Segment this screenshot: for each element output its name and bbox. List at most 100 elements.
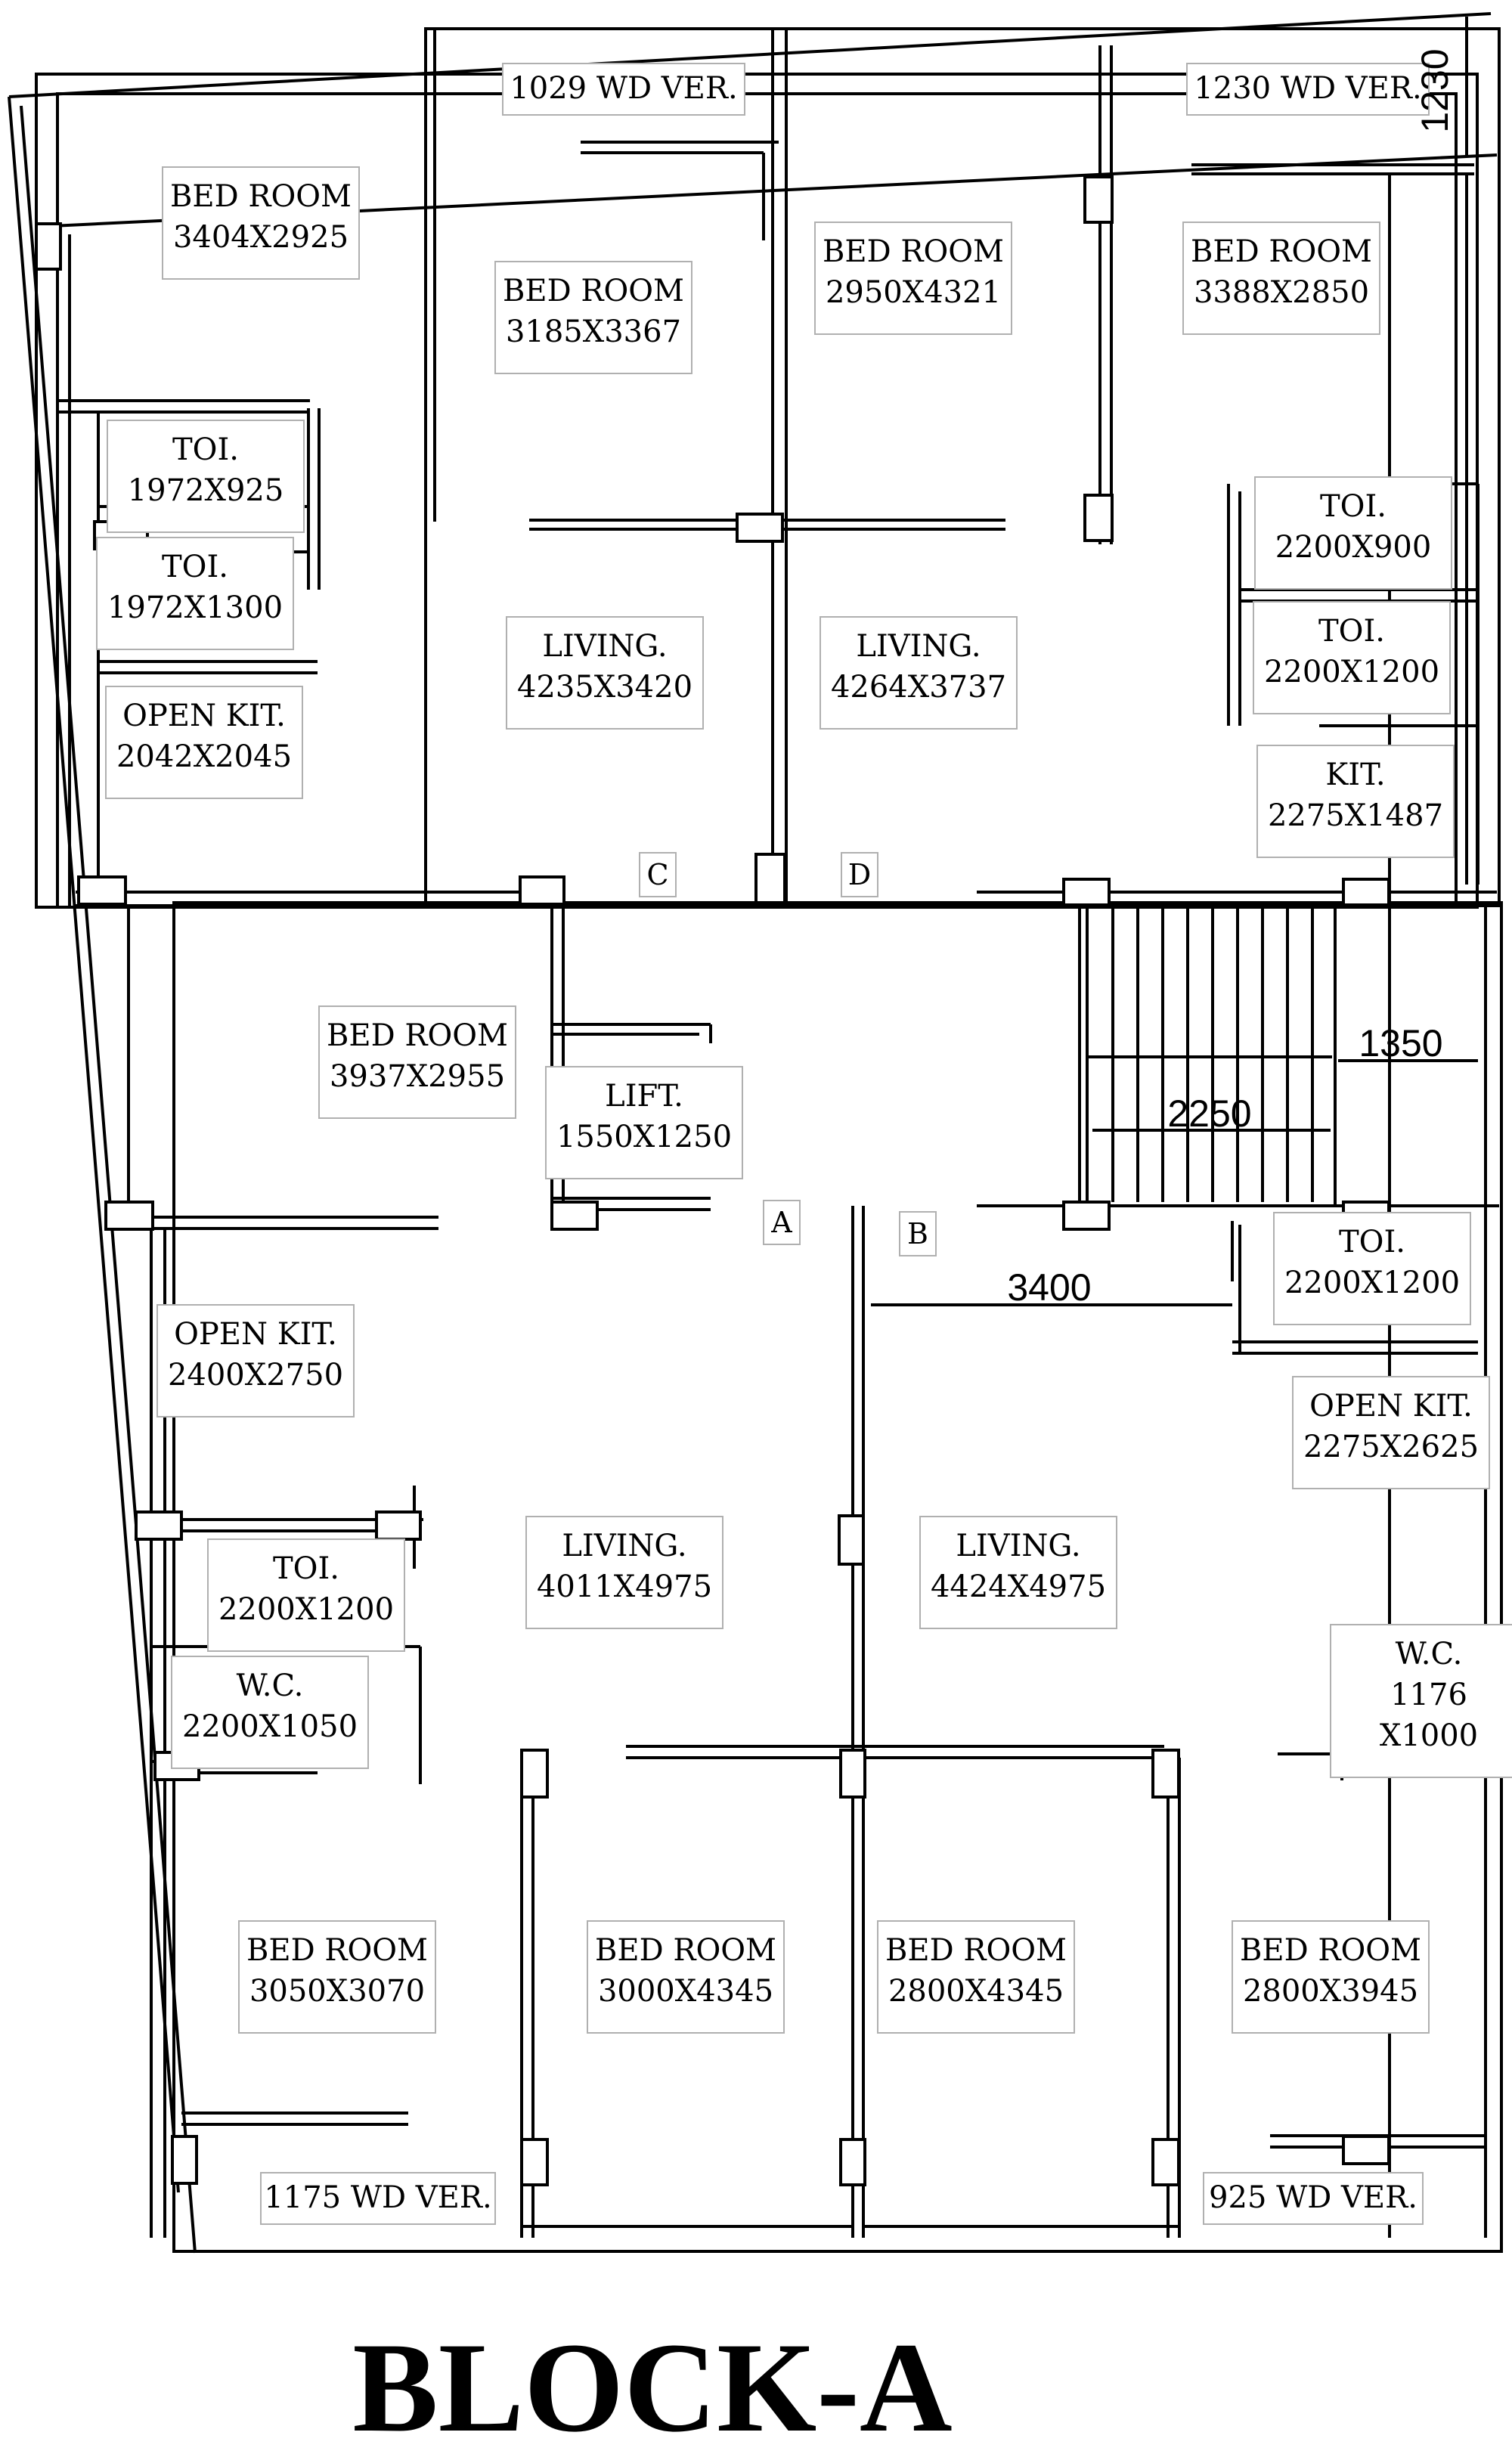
room-size: 3185X3367 <box>506 314 681 349</box>
room-label-box <box>919 1516 1117 1629</box>
room-label-box <box>1256 745 1455 858</box>
room-size: 3404X2925 <box>173 220 349 255</box>
room-name: W.C. <box>237 1668 304 1703</box>
room-label-box <box>156 1304 355 1418</box>
room-label-box <box>318 1005 516 1119</box>
room-name: BED ROOM <box>1191 234 1372 269</box>
room-size: 2200X1050 <box>182 1709 358 1744</box>
verandah-label: 1175 WD VER. <box>264 2180 491 2215</box>
flat-mark-a: A <box>770 1206 792 1239</box>
room-name: TOI. <box>172 432 239 467</box>
room-name: TOI. <box>1339 1225 1405 1259</box>
verandah-label: 1029 WD VER. <box>510 71 737 106</box>
room-size: 2275X2625 <box>1303 1430 1479 1464</box>
room-size: 1972X1300 <box>107 590 283 625</box>
room-size: 2042X2045 <box>116 739 292 774</box>
room-name: LIVING. <box>956 1529 1080 1563</box>
room-label-box <box>1273 1212 1471 1325</box>
room-size: 2200X1200 <box>1264 655 1439 689</box>
room-label-box <box>877 1920 1075 2034</box>
verandah-label: 1230 WD VER. <box>1194 71 1421 106</box>
room-name: KIT. <box>1325 758 1385 792</box>
room-name: TOI. <box>1318 614 1385 649</box>
room-name: LIFT. <box>605 1079 683 1114</box>
room-name: TOI. <box>273 1551 339 1586</box>
room-name: BED ROOM <box>885 1933 1067 1968</box>
room-name: BED ROOM <box>823 234 1004 269</box>
room-size: 3050X3070 <box>249 1974 425 2009</box>
room-name: BED ROOM <box>595 1933 776 1968</box>
room-size: 3000X4345 <box>598 1974 773 2009</box>
block-title: BLOCK-A <box>352 2316 952 2457</box>
room-label-box <box>96 537 294 650</box>
room-label-box <box>1330 1624 1512 1778</box>
room-name: BED ROOM <box>1240 1933 1421 1968</box>
room-label-box <box>238 1920 436 2034</box>
room-name: W.C. <box>1396 1637 1463 1672</box>
room-size: 1972X925 <box>128 473 284 508</box>
outer-walls <box>8 12 1503 2254</box>
room-size: 4235X3420 <box>517 670 692 705</box>
room-label-box <box>1253 601 1451 714</box>
dimension-3400: 3400 <box>1007 1266 1091 1309</box>
room-name: OPEN KIT. <box>122 699 286 733</box>
room-label-box <box>1254 476 1452 590</box>
dimension-1230: 1230 <box>1414 48 1456 132</box>
dimension-1350: 1350 <box>1359 1022 1442 1064</box>
room-name: LIVING. <box>542 629 667 664</box>
room-size: 2200X1200 <box>1284 1266 1460 1300</box>
flat-marks: A B C D <box>639 852 937 1256</box>
room-label-box <box>820 616 1018 730</box>
flat-mark-c: C <box>646 858 668 891</box>
room-label-box <box>545 1066 743 1179</box>
room-size: 2400X2750 <box>168 1358 343 1393</box>
interior-walls <box>56 29 1499 2238</box>
room-label-box <box>814 222 1012 335</box>
room-size: 1176 <box>1390 1678 1467 1712</box>
room-name: BED ROOM <box>170 179 352 214</box>
room-size: 2800X4345 <box>888 1974 1064 2009</box>
room-label-box <box>525 1516 723 1629</box>
dimension-lines <box>871 17 1478 1306</box>
room-size: 2275X1487 <box>1268 798 1443 833</box>
room-size: 3388X2850 <box>1194 275 1369 310</box>
room-size: 2200X1200 <box>218 1592 394 1627</box>
room-label-box <box>162 166 360 280</box>
room-label-box <box>1182 222 1380 335</box>
room-size: 2200X900 <box>1275 530 1432 565</box>
room-size: 2950X4321 <box>826 275 1001 310</box>
dimension-2250: 2250 <box>1167 1092 1251 1135</box>
room-size: 4011X4975 <box>537 1569 712 1604</box>
room-label-box <box>107 420 305 533</box>
flat-mark-d: D <box>848 858 871 891</box>
room-size: 2800X3945 <box>1243 1974 1418 2009</box>
room-name: OPEN KIT. <box>1309 1389 1473 1424</box>
verandah-label: 925 WD VER. <box>1209 2180 1418 2215</box>
room-label-box <box>171 1656 369 1769</box>
room-label-box <box>1292 1376 1490 1489</box>
room-label-box <box>1232 1920 1430 2034</box>
room-label-box <box>494 261 692 374</box>
room-name: LIVING. <box>856 629 981 664</box>
room-name: BED ROOM <box>327 1018 508 1053</box>
room-label-box <box>207 1538 405 1652</box>
room-size: 4264X3737 <box>831 670 1006 705</box>
room-size: 4424X4975 <box>931 1569 1106 1604</box>
room-name: BED ROOM <box>503 274 684 308</box>
verandah-labels: 1029 WD VER. 1230 WD VER. 1175 WD VER. 9… <box>260 63 1430 2225</box>
flat-mark-b: B <box>907 1217 928 1250</box>
room-size: 3937X2955 <box>330 1059 505 1094</box>
room-size: 1550X1250 <box>556 1120 732 1154</box>
room-size: X1000 <box>1380 1718 1478 1753</box>
room-name: TOI. <box>1320 489 1387 524</box>
room-name: TOI. <box>162 550 228 584</box>
room-label-box <box>105 686 303 799</box>
room-name: OPEN KIT. <box>174 1317 337 1352</box>
room-name: BED ROOM <box>246 1933 428 1968</box>
room-label-box <box>587 1920 785 2034</box>
dimension-texts: 1230 1350 2250 3400 <box>1007 48 1456 1309</box>
room-label-box <box>506 616 704 730</box>
room-name: LIVING. <box>562 1529 686 1563</box>
